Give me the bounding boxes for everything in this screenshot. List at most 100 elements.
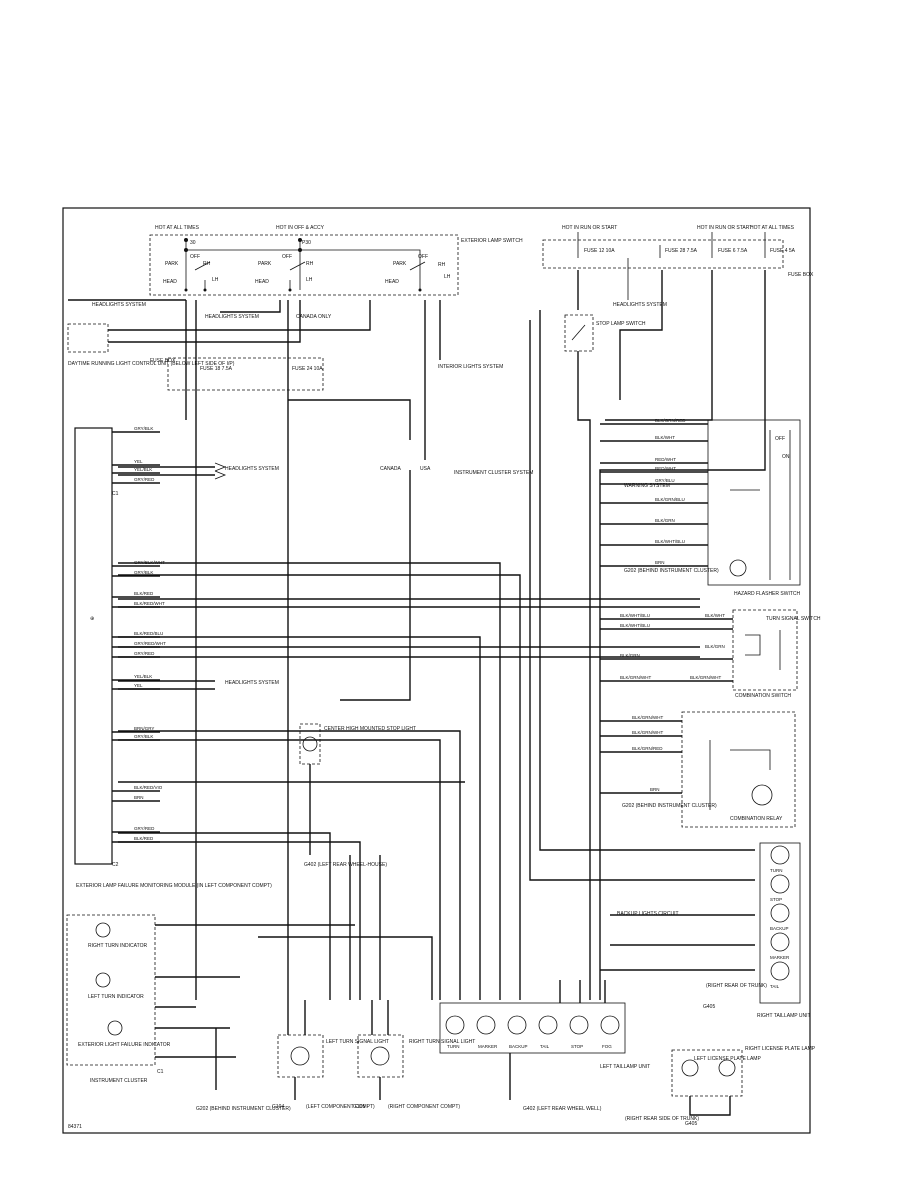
label-module-c2: C2: [112, 862, 119, 868]
module-wire-label: GRY/RED: [134, 826, 155, 831]
combo-wire-group: BLK/WHT/BLUBLK/WHT/BLUBLK/WHTBLK/GRNBLK/…: [600, 613, 733, 682]
left-taillamp-bulb: [445, 1015, 465, 1035]
label-g202-relay: G202 (BEHIND INSTRUMENT CLUSTER): [622, 803, 717, 809]
label-flasher-off: OFF: [775, 436, 785, 442]
right-taillamp-bulb-label: STOP: [770, 897, 782, 902]
right-taillamp-bulb-label: BACKUP: [770, 926, 789, 931]
label-g402-rear: G402 (LEFT REAR WHEEL WELL): [523, 1106, 602, 1112]
label-g405: G405: [703, 1004, 715, 1010]
module-wire-label: YEL: [134, 683, 143, 688]
label-left-turn-signal: LEFT TURN SIGNAL LIGHT: [326, 1039, 389, 1045]
hazard-flasher-switch: HAZARD FLASHER SWITCH OFF ON INSTRUMENT …: [454, 418, 801, 597]
right-taillamp-bulb-label: TURN: [770, 868, 783, 873]
relay-wire-label: BLK/GRN/WHT: [632, 730, 664, 735]
center-high-mount-stop-light: CENTER HIGH MOUNTED STOP LIGHT G402 (LEF…: [299, 723, 416, 868]
label-fuse-18: FUSE 18 7.5A: [200, 366, 233, 372]
label-cluster-c1: C1: [157, 1069, 164, 1075]
label-fuse-box: FUSE BOX: [788, 272, 814, 278]
label-head-3: HEAD: [385, 279, 399, 285]
label-exterior-failure-indicator: EXTERIOR LIGHT FAILURE INDICATOR: [78, 1042, 171, 1048]
module-wire-group: GRY/BLKYELYEL/BLKGRY/REDGRY/BLK/WHTGRY/B…: [112, 426, 166, 843]
label-park-1: PARK: [165, 261, 179, 267]
label-canada: CANADA: [380, 466, 402, 472]
label-right-turn-signal: RIGHT TURN SIGNAL LIGHT: [409, 1039, 475, 1045]
module-symbol: ⊕: [90, 616, 94, 622]
label-fuse-box-left: FUSE BOX: [150, 358, 176, 364]
stop-lamp-switch: STOP LAMP SWITCH: [564, 314, 646, 1000]
label-headlights-system-1: HEADLIGHTS SYSTEM: [92, 302, 146, 308]
label-right-license: RIGHT LICENSE PLATE LAMP: [745, 1046, 816, 1052]
label-hot-run-2: HOT IN RUN OR START: [697, 225, 752, 231]
left-taillamp-bulb: [476, 1015, 496, 1035]
right-taillamp-bulb: [770, 961, 790, 981]
label-fuse-12: FUSE 12 10A: [584, 248, 615, 254]
flasher-wire-label: BLK/WHT/BLU: [655, 539, 685, 544]
left-taillamp-bulb-label: BACKUP: [509, 1044, 528, 1049]
combination-relay: COMBINATION RELAY G202 (BEHIND INSTRUMEN…: [600, 711, 796, 828]
left-taillamp-bulb: [569, 1015, 589, 1035]
label-g202-cluster: G202 (BEHIND INSTRUMENT CLUSTER): [196, 1106, 291, 1112]
left-taillamp-bulb-label: TAIL: [540, 1044, 550, 1049]
right-taillamp-bulb-label: MARKER: [770, 955, 790, 960]
flasher-wire-label: RED/WHT: [655, 457, 676, 462]
left-taillamp-bulb: [538, 1015, 558, 1035]
module-wire-label: YEL/BLK: [134, 674, 152, 679]
label-hot-all-times-2: HOT AT ALL TIMES: [750, 225, 795, 231]
instrument-cluster: INSTRUMENT CLUSTER RIGHT TURN INDICATOR …: [66, 914, 355, 1112]
fuse-box-top-right: HOT IN RUN OR START HOT IN RUN OR START …: [542, 225, 814, 1000]
label-left-license: LEFT LICENSE PLATE LAMP: [694, 1056, 761, 1062]
figure-id: 84371: [68, 1124, 82, 1130]
module-wire-label: GRY/BLK: [134, 570, 153, 575]
label-exterior-lamp-switch: EXTERIOR LAMP SWITCH: [461, 238, 523, 244]
label-lh-1: LH: [212, 277, 219, 283]
left-taillamp-bulb: [600, 1015, 620, 1035]
left-taillamp-bulb-label: TURN: [447, 1044, 460, 1049]
label-combination-switch: COMBINATION SWITCH: [735, 693, 791, 699]
flasher-wire-label: RED/WHT: [655, 466, 676, 471]
label-high-mount: CENTER HIGH MOUNTED STOP LIGHT: [324, 726, 416, 732]
module-wire-label: YEL/BLK: [134, 467, 152, 472]
label-instrument-cluster: INSTRUMENT CLUSTER: [90, 1078, 148, 1084]
label-usa: USA: [420, 466, 431, 472]
label-park-2: PARK: [258, 261, 272, 267]
module-wire-label: BRN: [134, 795, 144, 800]
right-taillamp-bulb: [770, 845, 790, 865]
label-right-turn-indicator: RIGHT TURN INDICATOR: [88, 943, 147, 949]
left-taillamp-bulb-label: FOG: [602, 1044, 612, 1049]
label-left-taillamp: LEFT TAILLAMP UNIT: [600, 1064, 650, 1070]
module-wire-label: BLK/RED: [134, 836, 154, 841]
label-warning-system: WARNING SYSTEM: [624, 483, 670, 489]
label-headlights-system-center: HEADLIGHTS SYSTEM: [613, 302, 667, 308]
label-fuse-6: FUSE 6 7.5A: [718, 248, 748, 254]
flasher-wire-label: BLK/GRN/BLU: [655, 497, 685, 502]
label-right-rear-trunk: (RIGHT REAR OF TRUNK): [706, 983, 767, 989]
label-canada-only: CANADA ONLY: [296, 314, 332, 320]
left-taillamp-bulb-label: MARKER: [478, 1044, 498, 1049]
label-hazard-flasher: HAZARD FLASHER SWITCH: [734, 591, 801, 597]
label-headlights-system-2: HEADLIGHTS SYSTEM: [205, 314, 259, 320]
label-daytime-unit: DAYTIME RUNNING LIGHT CONTROL UNIT (BELO…: [68, 361, 235, 367]
exterior-lamp-switch: HOT AT ALL TIMES HOT IN OFF & ACCY EXTER…: [149, 225, 523, 296]
combo-wire-label: BLK/GRN/WHT: [690, 675, 722, 680]
combo-wire-label: BLK/GRN/WHT: [620, 675, 652, 680]
license-plate-lamps: LEFT LICENSE PLATE LAMP RIGHT LICENSE PL…: [625, 1046, 816, 1127]
relay-wire-label: BRN: [650, 787, 660, 792]
label-module-headlights-1: HEADLIGHTS SYSTEM: [225, 466, 279, 472]
label-g405b: G405: [685, 1121, 697, 1127]
left-taillamp-bulb-label: STOP: [571, 1044, 583, 1049]
label-off-1: OFF: [190, 254, 200, 260]
label-lh-2: LH: [306, 277, 313, 283]
relay-wire-label: BLK/GRN/RED: [632, 746, 663, 751]
label-g105: G105: [353, 1104, 365, 1110]
right-turn-signal-light: RIGHT TURN SIGNAL LIGHT G105 (RIGHT COMP…: [353, 1000, 475, 1110]
flasher-wire-label: BLK/GRN/RED: [655, 418, 686, 423]
harness-lines: [118, 310, 755, 1003]
label-g202-flasher: G202 (BEHIND INSTRUMENT CLUSTER): [624, 568, 719, 574]
module-wire-label: BLK/RED: [134, 591, 154, 596]
left-bulb-group: TURN MARKER BACKUP TAIL STOP FOG: [445, 1015, 620, 1049]
label-left-turn-indicator: LEFT TURN INDICATOR: [88, 994, 144, 1000]
left-top-wiring: HEADLIGHTS SYSTEM HEADLIGHTS SYSTEM CANA…: [67, 299, 503, 1000]
